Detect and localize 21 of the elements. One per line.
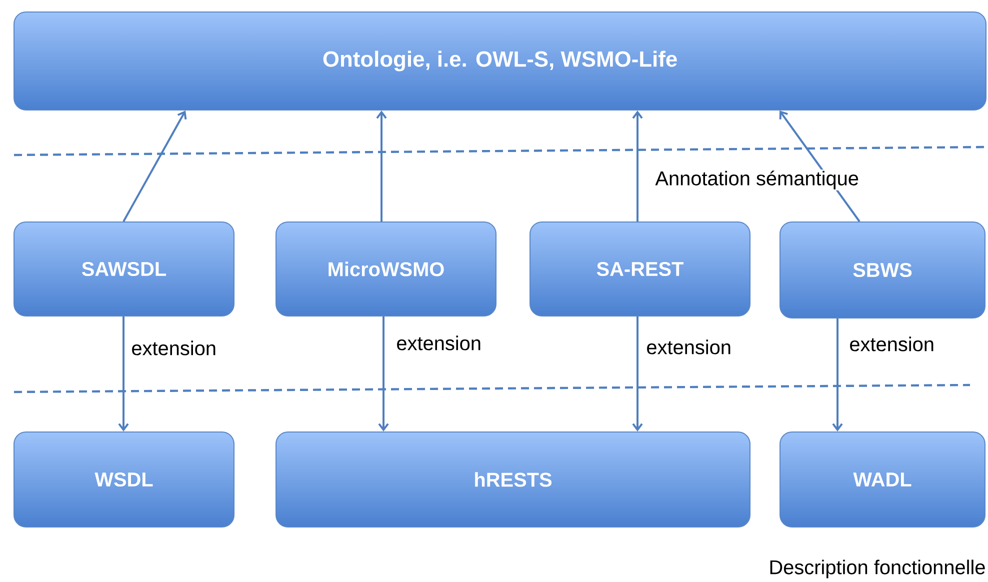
arrow bbox=[632, 316, 643, 432]
process-box: hRESTS bbox=[276, 432, 750, 528]
section-label: Annotation sémantique bbox=[654, 170, 860, 190]
process-box: WADL bbox=[780, 432, 986, 528]
arrow bbox=[832, 318, 843, 432]
arrow bbox=[122, 110, 187, 222]
process-box: SBWS bbox=[780, 222, 986, 318]
process-box: MicroWSMO bbox=[276, 222, 496, 316]
arrow bbox=[378, 316, 389, 432]
arrow bbox=[376, 110, 387, 222]
process-box: WSDL bbox=[14, 432, 234, 528]
arrow bbox=[118, 316, 129, 432]
edge-label: extension bbox=[130, 340, 218, 356]
edge-label: extension bbox=[395, 334, 482, 352]
section-label: Description fonctionnelle bbox=[768, 558, 987, 580]
arrow bbox=[632, 110, 643, 222]
edge-label: extension bbox=[848, 336, 936, 352]
process-box: Ontologie, i.e. OWL-S, WSMO-Life bbox=[14, 12, 986, 110]
edge-label: extension bbox=[645, 338, 732, 356]
process-box: SA-REST bbox=[530, 222, 750, 316]
process-box: SAWSDL bbox=[14, 222, 234, 316]
